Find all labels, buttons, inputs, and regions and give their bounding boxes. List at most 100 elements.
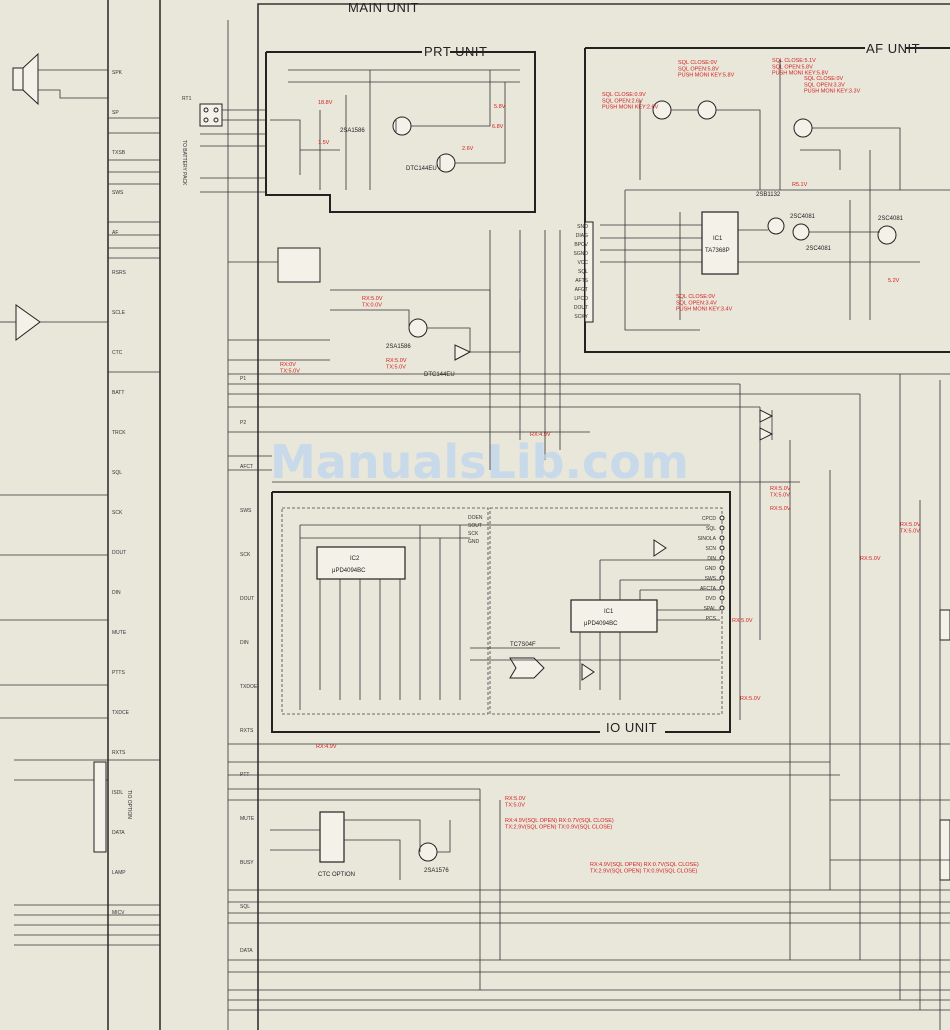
signal-label: TXDCE bbox=[112, 710, 130, 716]
transistor-q5 bbox=[418, 842, 438, 862]
or-gate-icon bbox=[509, 657, 545, 679]
signal-label: RSRS bbox=[112, 270, 127, 276]
transistor-q2: DTC144EU bbox=[406, 153, 456, 173]
signal-label: SPAL bbox=[704, 606, 717, 612]
signal-label: DIN bbox=[112, 590, 121, 596]
af-unit-title: AF UNIT bbox=[866, 41, 920, 56]
af-ic1: IC1 TA7368P bbox=[701, 211, 739, 275]
signal-label: PTT bbox=[240, 772, 249, 778]
signal-label: MUTE bbox=[112, 630, 127, 636]
io-ic2: IC2 μPD4094BC bbox=[316, 546, 406, 580]
signal-label: CPCD bbox=[702, 516, 717, 522]
signal-label: SCK bbox=[240, 552, 251, 558]
io-unit-title: IO UNIT bbox=[606, 720, 657, 735]
af-wiring bbox=[600, 60, 950, 331]
signal-label: SP bbox=[112, 110, 119, 116]
svg-text:RX:4.9V(SQL OPEN) RX:0.7V(SQL: RX:4.9V(SQL OPEN) RX:0.7V(SQL CLOSE)TX:2… bbox=[505, 818, 614, 830]
svg-text:RX:5.0V: RX:5.0V bbox=[770, 506, 791, 512]
signal-label: DATA bbox=[240, 948, 253, 954]
signal-label: SINOLA bbox=[698, 536, 717, 542]
svg-text:TA7368P: TA7368P bbox=[705, 248, 730, 254]
signal-label: SQL bbox=[240, 904, 250, 910]
main-risers bbox=[479, 230, 941, 1030]
svg-text:IC1: IC1 bbox=[604, 609, 614, 615]
af-transistors: 2SB1132 2SC4081 2SC4081 2SC4081 bbox=[652, 100, 904, 252]
signal-label: DOUT bbox=[112, 550, 126, 556]
signal-label: P2 bbox=[240, 420, 246, 426]
signal-label: RXTS bbox=[240, 728, 254, 734]
signal-label: GND bbox=[705, 566, 717, 572]
signal-label: MUTE bbox=[240, 816, 255, 822]
svg-text:TC7S04F: TC7S04F bbox=[510, 642, 536, 648]
signal-label: TXDOE bbox=[240, 684, 258, 690]
main-unit-frame: MAIN UNIT bbox=[227, 0, 950, 1030]
signal-label: DIN bbox=[240, 640, 249, 646]
svg-text:μPD4094BC: μPD4094BC bbox=[584, 621, 618, 627]
prt-unit: PRT UNIT 2SA1586 DTC144EU 18.8V 5.8V 1.5… bbox=[265, 44, 536, 213]
signal-label: TRCK bbox=[112, 430, 126, 436]
signal-label: SCK bbox=[468, 531, 479, 537]
signal-label: AFGT bbox=[575, 287, 588, 293]
signal-label: RXTS bbox=[112, 750, 126, 756]
signal-label: SWS bbox=[240, 508, 252, 514]
signal-label: BATT bbox=[112, 390, 124, 396]
svg-text:2SC4081: 2SC4081 bbox=[878, 216, 904, 222]
ctc-option: CTC OPTION 2SA1576 RX:4.9V(SQL OPEN) RX:… bbox=[270, 744, 699, 880]
signal-label: SWS bbox=[112, 190, 124, 196]
signal-label: BUSY bbox=[240, 860, 254, 866]
signal-label: DVD bbox=[705, 596, 716, 602]
af-signal-labels: SNODIAGBPCVSGNDVCCSQLAFTSAFGTLPCODOUTSCK… bbox=[574, 224, 589, 320]
transistor-q1: 2SA1586 bbox=[340, 116, 412, 136]
svg-text:5.8V: 5.8V bbox=[494, 104, 506, 110]
svg-text:CTC OPTION: CTC OPTION bbox=[318, 872, 355, 878]
io-unit: IO UNIT IC2 μPD4094BC IC1 μPD4094BC TC7S… bbox=[271, 486, 921, 735]
signal-label: PCS bbox=[706, 616, 717, 622]
signal-label: SCN bbox=[705, 546, 716, 552]
ctc-connector bbox=[319, 811, 345, 863]
signal-label: DIAG bbox=[576, 233, 588, 239]
diode-d2-d3 bbox=[759, 409, 774, 441]
jack-connector bbox=[277, 247, 321, 283]
svg-text:RT1: RT1 bbox=[182, 96, 192, 102]
svg-text:2SA1586: 2SA1586 bbox=[386, 344, 411, 350]
svg-text:IC1: IC1 bbox=[713, 236, 723, 242]
svg-text:2SA1576: 2SA1576 bbox=[424, 868, 449, 874]
right-edge-circuit bbox=[830, 609, 950, 881]
svg-text:2SC4081: 2SC4081 bbox=[790, 214, 816, 220]
left-signal-labels: SPKSPTXSBSWSAFRSRSSCLECTCBATTTRCKSQLSCKD… bbox=[112, 70, 130, 916]
battery-connector: RT1 TO BATTERY PACK bbox=[181, 96, 266, 193]
watermark: ManualsLib.com bbox=[270, 435, 689, 489]
svg-text:1.5V: 1.5V bbox=[318, 140, 330, 146]
signal-label: SOUT bbox=[468, 523, 482, 529]
signal-label: SNO bbox=[577, 224, 588, 230]
main-unit-title: MAIN UNIT bbox=[348, 0, 419, 15]
tio-option-label: TIO OPTION bbox=[126, 790, 132, 819]
signal-label: AFTS bbox=[575, 278, 588, 284]
svg-text:RX:4.9V: RX:4.9V bbox=[530, 432, 551, 438]
svg-text:RX:5.0V: RX:5.0V bbox=[740, 696, 761, 702]
amplifier-icon bbox=[15, 304, 41, 341]
io-wiring bbox=[299, 524, 720, 710]
io-ic1: IC1 μPD4094BC bbox=[570, 599, 658, 633]
svg-text:DTC144EU: DTC144EU bbox=[406, 166, 437, 172]
inverter-q4 bbox=[454, 344, 472, 361]
svg-text:IC2: IC2 bbox=[350, 556, 360, 562]
signal-label: SCK bbox=[112, 510, 123, 516]
signal-label: SPK bbox=[112, 70, 123, 76]
signal-label: ISDL bbox=[112, 790, 123, 796]
signal-label: CTC bbox=[112, 350, 123, 356]
svg-text:μPD4094BC: μPD4094BC bbox=[332, 568, 366, 574]
signal-label: VCC bbox=[577, 260, 588, 266]
svg-text:5.2V: 5.2V bbox=[888, 278, 900, 284]
signal-label: TXSB bbox=[112, 150, 126, 156]
signal-label: SGND bbox=[574, 251, 589, 257]
signal-label: AF bbox=[112, 230, 118, 236]
tio-connector bbox=[93, 761, 107, 853]
